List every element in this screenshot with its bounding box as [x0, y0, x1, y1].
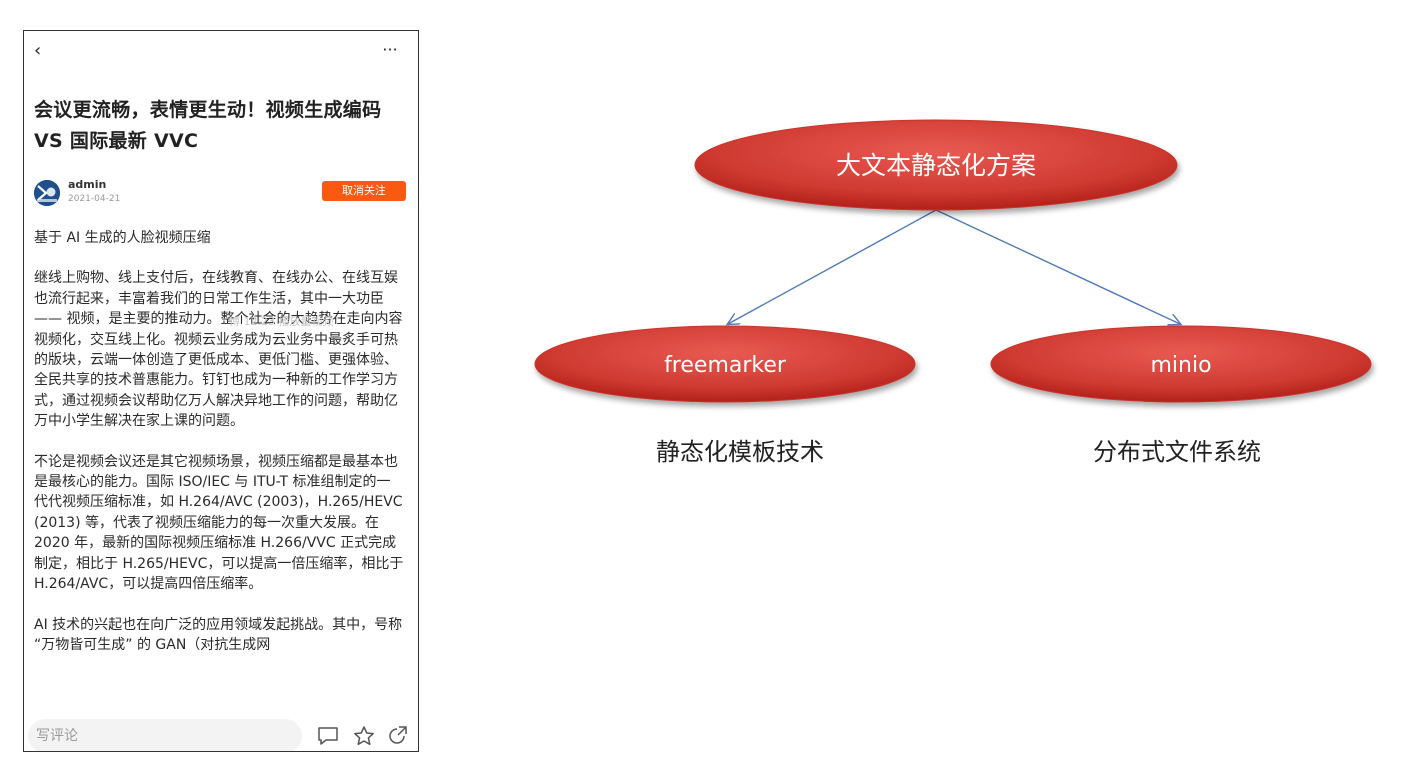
comment-icon[interactable]	[316, 725, 340, 747]
diagram-svg: 大文本静态化方案 freemarker minio	[534, 119, 1372, 403]
article-body: 基于 AI 生成的人脸视频压缩 继线上购物、线上支付后，在线教育、在线办公、在线…	[34, 228, 404, 675]
author-row: admin 2021-04-21 取消关注	[34, 178, 406, 206]
share-icon[interactable]	[386, 725, 410, 747]
article-title: 会议更流畅，表情更生动！视频生成编码 VS 国际最新 VVC	[34, 99, 382, 152]
star-icon[interactable]	[352, 725, 376, 747]
bottom-action-bar	[24, 711, 418, 751]
caption-minio: 分布式文件系统	[1093, 438, 1261, 466]
root-node[interactable]: 大文本静态化方案	[694, 119, 1178, 211]
article-paragraph: AI 技术的兴起也在向广泛的应用领域发起挑战。其中，号称 “万物皆可生成” 的 …	[34, 616, 403, 653]
caption-freemarker: 静态化模板技术	[656, 438, 824, 466]
video-watermark: 博 12.23 播放量视频	[229, 315, 334, 328]
child-node-label: minio	[1150, 353, 1211, 378]
root-node-label: 大文本静态化方案	[836, 151, 1036, 180]
phone-article-view: ‹ ··· 会议更流畅，表情更生动！视频生成编码 VS 国际最新 VVC adm…	[23, 30, 419, 752]
avatar[interactable]	[34, 180, 60, 206]
author-name[interactable]: admin	[68, 178, 107, 191]
back-icon[interactable]: ‹	[34, 40, 42, 61]
article-paragraph: 基于 AI 生成的人脸视频压缩	[34, 230, 211, 246]
edge-root-to-minio	[935, 209, 1180, 324]
child-node-minio[interactable]: minio	[990, 325, 1372, 403]
avatar-logo-icon	[34, 180, 60, 206]
edge-root-to-freemarker	[728, 209, 937, 324]
article-paragraph: 不论是视频会议还是其它视频场景，视频压缩都是最基本也是最核心的能力。国际 ISO…	[34, 453, 404, 593]
unfollow-button[interactable]: 取消关注	[322, 181, 406, 201]
diagram-canvas: 大文本静态化方案 freemarker minio 静态化模板技术 分布式文件系…	[430, 0, 1407, 760]
publish-date: 2021-04-21	[68, 194, 121, 204]
more-options-icon[interactable]: ···	[382, 40, 398, 59]
child-node-freemarker[interactable]: freemarker	[534, 325, 916, 403]
article-paragraph: 继线上购物、线上支付后，在线教育、在线办公、在线互娱也流行起来，丰富着我们的日常…	[34, 270, 403, 430]
comment-input[interactable]	[28, 719, 302, 751]
child-node-label: freemarker	[664, 353, 787, 378]
